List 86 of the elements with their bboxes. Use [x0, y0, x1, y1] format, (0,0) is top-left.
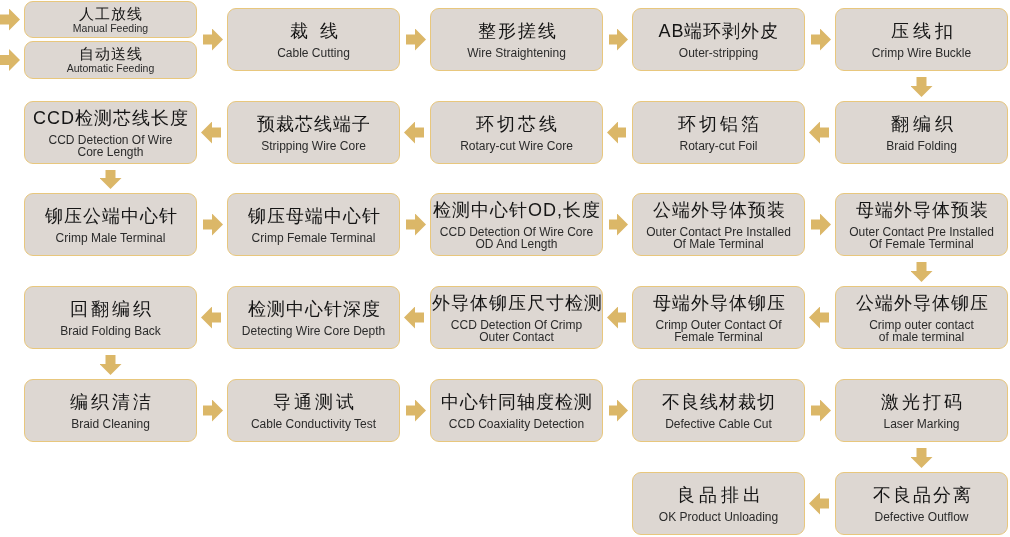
step-subtitle: Outer Contact Pre Installed Of Female Terminal	[848, 225, 995, 250]
step-subtitle: Braid Folding	[886, 139, 957, 152]
step-title: 检测中心针深度	[246, 298, 381, 320]
step-title: 检测中心针OD,长度	[432, 199, 601, 221]
step-title: 母端外导体预装	[854, 199, 989, 221]
process-box	[835, 8, 1008, 71]
step-subtitle: Detecting Wire Core Depth	[241, 324, 386, 337]
process-box	[24, 1, 197, 38]
step-subtitle: Crimp Outer Contact Of Female Terminal	[654, 318, 783, 343]
step-subtitle: Crimp Male Terminal	[55, 231, 166, 244]
step-subtitle: OK Product Unloading	[658, 510, 779, 523]
step-title: 不良品分离	[871, 484, 973, 506]
process-box	[430, 193, 603, 256]
process-box	[24, 193, 197, 256]
process-box	[227, 193, 400, 256]
step-title: 环切铝箔	[677, 113, 762, 135]
process-box	[835, 286, 1008, 349]
step-title: CCD检测芯线长度	[32, 107, 189, 129]
step-title: 回翻编织	[69, 298, 154, 320]
step-subtitle: Laser Marking	[883, 417, 960, 430]
step-subtitle: CCD Detection Of Wire Core Length	[47, 133, 174, 158]
process-box	[632, 101, 805, 164]
process-box	[632, 193, 805, 256]
step-title: 公端外导体预装	[651, 199, 786, 221]
step-subtitle: Defective Outflow	[874, 510, 969, 523]
arrow	[0, 49, 23, 71]
step-title: 外导体铆压尺寸检测	[430, 292, 603, 314]
process-box	[24, 101, 197, 164]
step-subtitle: Braid Folding Back	[60, 324, 161, 337]
process-box	[632, 286, 805, 349]
step-subtitle: Cable Conductivity Test	[250, 417, 377, 430]
step-subtitle: Cable Cutting	[277, 46, 350, 59]
step-title: 中心针同轴度检测	[440, 391, 593, 413]
step-subtitle: CCD Detection Of Crimp Outer Contact	[449, 318, 584, 343]
process-box	[835, 472, 1008, 535]
step-subtitle: Crimp outer contact of male terminal	[868, 318, 975, 343]
process-box	[24, 379, 197, 442]
step-subtitle: Crimp Female Terminal	[251, 231, 376, 244]
process-box	[632, 379, 805, 442]
step-title: 裁线	[288, 20, 350, 42]
process-box	[227, 379, 400, 442]
process-box	[835, 379, 1008, 442]
step-title: 预裁芯线端子	[256, 113, 371, 135]
step-subtitle: Wire Straightening	[467, 46, 566, 59]
step-title: 整形搓线	[476, 20, 558, 42]
process-box	[227, 286, 400, 349]
step-title: 公端外导体铆压	[854, 292, 989, 314]
step-subtitle: CCD Coaxiality Detection	[448, 417, 585, 430]
step-subtitle: Braid Cleaning	[71, 417, 150, 430]
process-box	[835, 101, 1008, 164]
process-box	[430, 286, 603, 349]
process-box	[227, 8, 400, 71]
step-subtitle: CCD Detection Of Wire Core OD And Length	[438, 225, 595, 250]
step-subtitle: Automatic Feeding	[66, 63, 155, 74]
step-title: 自动送线	[78, 46, 143, 62]
step-title: 环切芯线	[475, 113, 560, 135]
process-box	[430, 8, 603, 71]
step-title: 不良线材裁切	[661, 391, 776, 413]
step-subtitle: Outer Contact Pre Installed Of Male Terminal	[645, 225, 792, 250]
step-subtitle: Defective Cable Cut	[665, 417, 772, 430]
step-title: 铆压母端中心针	[246, 205, 381, 227]
step-subtitle: Outer-stripping	[678, 46, 759, 59]
step-title: 编织清洁	[69, 391, 154, 413]
step-title: 良品排出	[675, 484, 765, 506]
step-title: 翻编织	[889, 113, 957, 135]
process-box	[632, 8, 805, 71]
step-subtitle: Rotary-cut Foil	[679, 139, 758, 152]
step-subtitle: Crimp Wire Buckle	[871, 46, 972, 59]
process-box	[227, 101, 400, 164]
step-title: 激光打码	[880, 391, 965, 413]
step-title: 压线扣	[889, 20, 957, 42]
process-box	[835, 193, 1008, 256]
step-subtitle: Rotary-cut Wire Core	[460, 139, 573, 152]
step-title: 铆压公端中心针	[43, 205, 178, 227]
process-box	[632, 472, 805, 535]
step-subtitle: Stripping Wire Core	[261, 139, 366, 152]
process-box	[24, 41, 197, 79]
process-box	[430, 379, 603, 442]
step-title: 母端外导体铆压	[651, 292, 786, 314]
step-title: 导通测试	[272, 391, 357, 413]
arrow	[0, 8, 23, 31]
step-title: 人工放线	[78, 5, 143, 22]
process-box	[24, 286, 197, 349]
step-title: AB端环剥外皮	[657, 20, 780, 42]
process-box	[430, 101, 603, 164]
step-subtitle: Manual Feeding	[72, 22, 149, 34]
